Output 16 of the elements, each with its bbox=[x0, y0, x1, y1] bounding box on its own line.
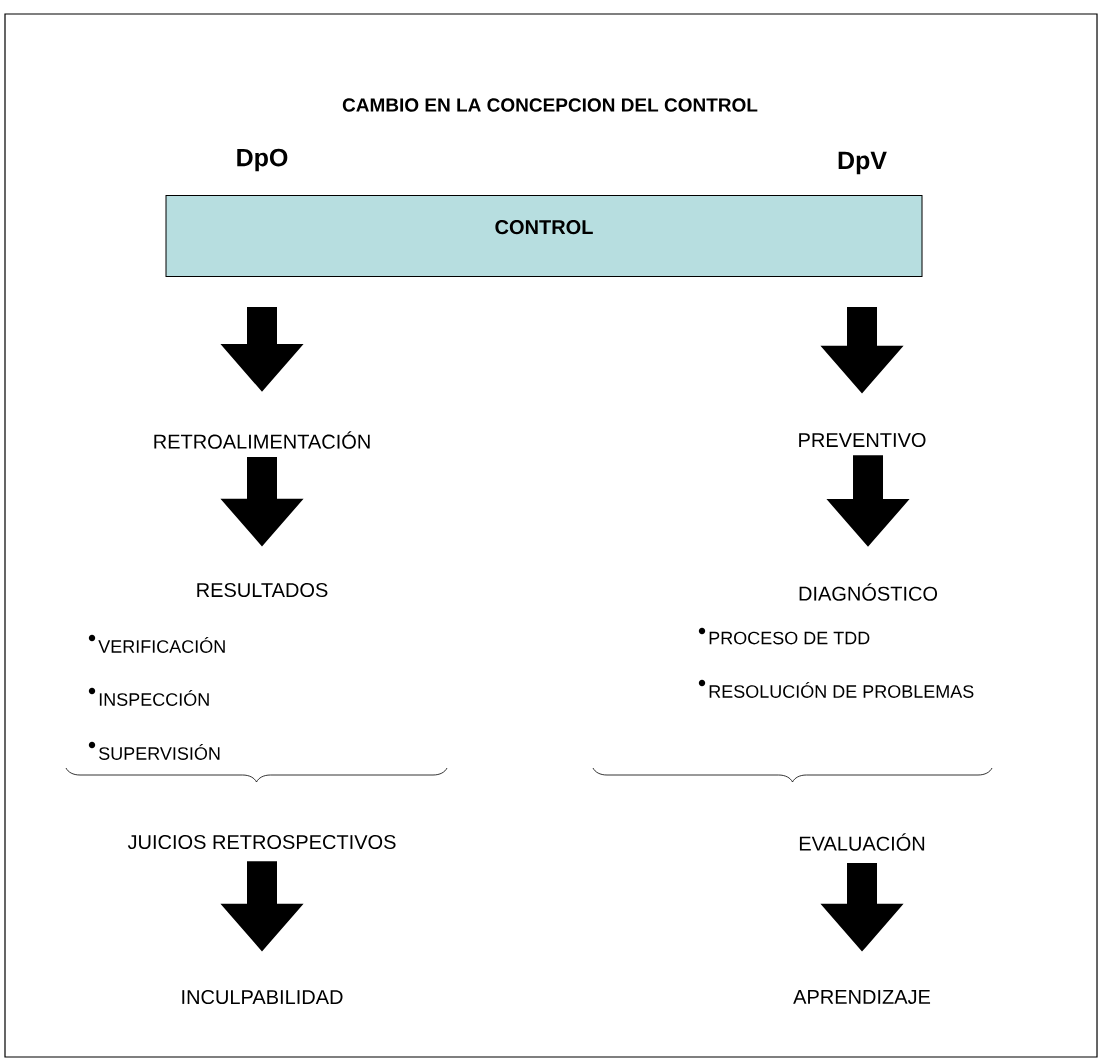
bullet-item: PROCESO DE TDD bbox=[709, 631, 870, 645]
title: CAMBIO EN LA CONCEPCION DEL CONTROL bbox=[342, 98, 758, 112]
stage-label: JUICIOS RETROSPECTIVOS bbox=[127, 834, 396, 850]
stage-label: RESULTADOS bbox=[197, 582, 328, 598]
stage-label: APRENDIZAJE bbox=[793, 990, 931, 1004]
stage-label: DIAGNÓSTICO bbox=[799, 583, 938, 601]
bullet-item: SUPERVISIÓN bbox=[99, 744, 220, 760]
stage-label: PREVENTIVO bbox=[799, 432, 926, 448]
stage-label: RETROALIMENTACIÓN bbox=[154, 431, 370, 449]
control-box: CONTROL bbox=[165, 195, 923, 277]
stage-label: INCULPABILIDAD bbox=[182, 989, 343, 1005]
stage-label: EVALUACIÓN bbox=[799, 833, 925, 851]
column-heading: DpO bbox=[237, 148, 288, 172]
bullet-item: INSPECCIÓN bbox=[99, 690, 209, 706]
bullet-item: RESOLUCIÓN DE PROBLEMAS bbox=[709, 682, 974, 698]
bullet-item: VERIFICACIÓN bbox=[98, 637, 225, 653]
